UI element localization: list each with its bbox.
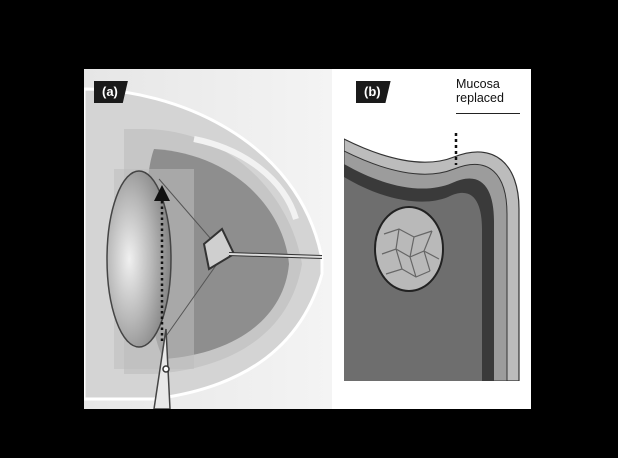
panel-b-illustration xyxy=(344,69,531,381)
annotation-underline xyxy=(456,113,520,114)
panel-a-svg xyxy=(84,69,332,409)
mucosa-annotation-line2: replaced xyxy=(456,91,504,105)
mucosa-annotation: Mucosa replaced xyxy=(456,77,504,105)
illustration-card: (a) (b) Mucosa replaced xyxy=(84,69,531,409)
panel-b-label: (b) xyxy=(356,81,391,103)
panel-b-svg xyxy=(344,69,531,381)
panel-a-label: (a) xyxy=(94,81,128,103)
stone-icon xyxy=(375,207,443,291)
mucosa-annotation-line1: Mucosa xyxy=(456,77,504,91)
panel-a-illustration xyxy=(84,69,332,409)
